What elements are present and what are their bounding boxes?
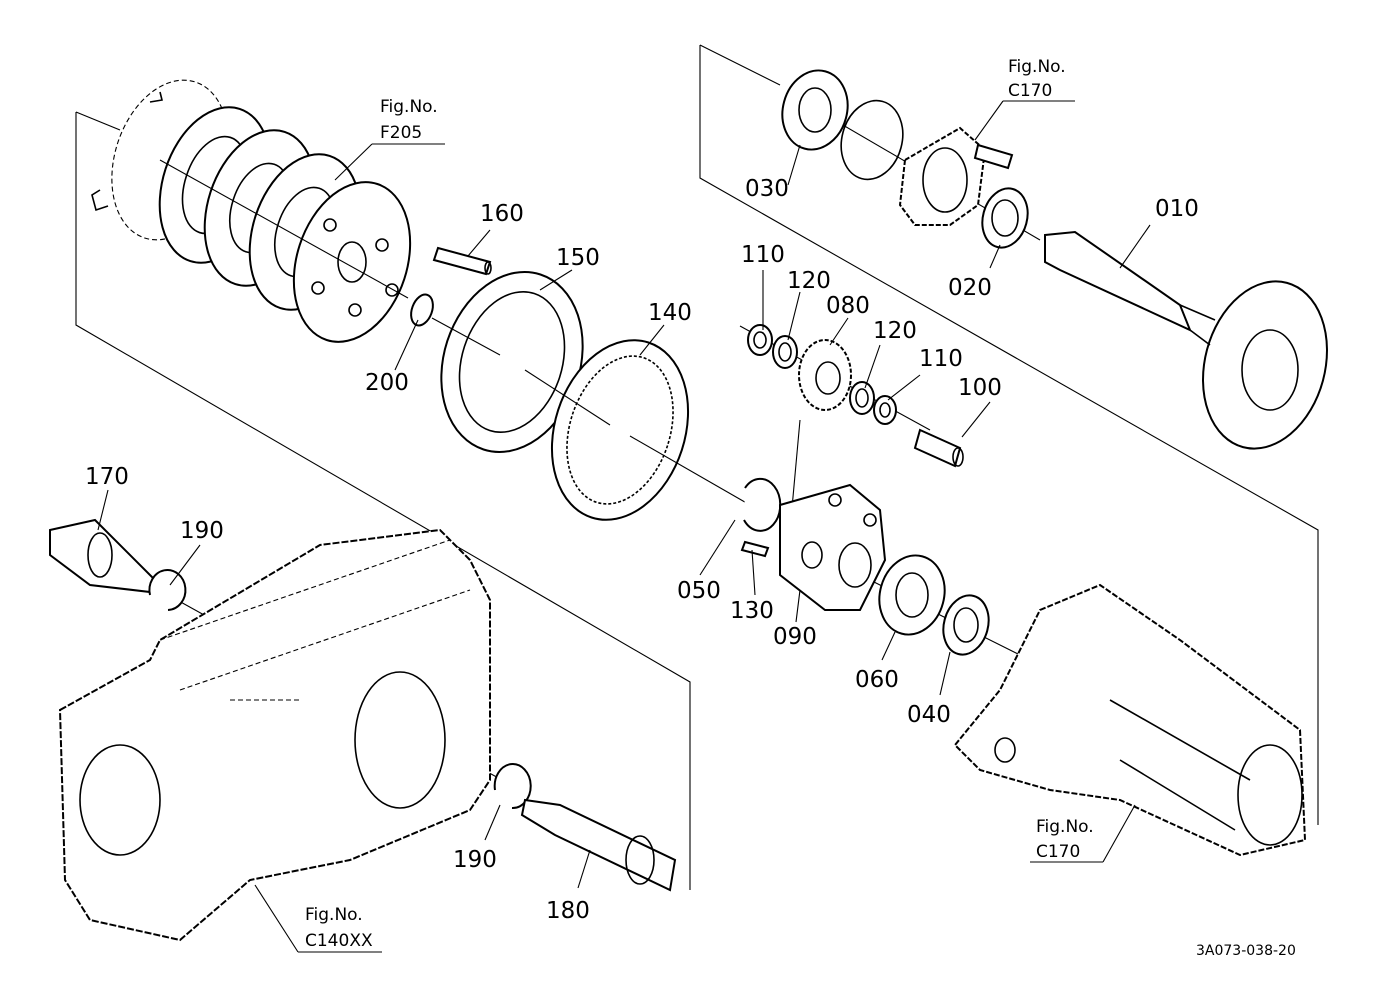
part-label-090: 090 (773, 624, 817, 650)
part-label-110-right: 110 (919, 346, 963, 372)
snap-ring-050 (743, 477, 782, 532)
oil-seal-020 (981, 187, 1029, 249)
fig-ref-c170-top-label: Fig.No. (1008, 57, 1066, 77)
part-label-140: 140 (648, 300, 692, 326)
nut-040 (942, 594, 990, 656)
o-ring-200 (410, 293, 434, 327)
fig-ref-f205-label: Fig.No. (380, 97, 438, 117)
snap-ring-190-top (148, 569, 187, 611)
part-label-120-right: 120 (873, 318, 917, 344)
part-label-180: 180 (546, 898, 590, 924)
pin-160 (432, 246, 492, 276)
seal-ring (840, 99, 904, 181)
clutch-plate-stack (91, 79, 412, 343)
fig-ref-f205-code: F205 (380, 123, 422, 143)
pinion-gear-080 (798, 339, 852, 411)
bearing-060 (878, 554, 946, 636)
part-label-010: 010 (1155, 196, 1199, 222)
part-label-020: 020 (948, 275, 992, 301)
axle-housing (953, 583, 1307, 857)
part-label-130: 130 (730, 598, 774, 624)
transmission-case (58, 528, 491, 942)
part-label-080: 080 (826, 293, 870, 319)
bearing-030 (781, 69, 849, 151)
leader-lines (97, 144, 1151, 889)
part-label-190-bottom: 190 (453, 847, 497, 873)
shaft-170 (49, 518, 157, 594)
fig-ref-f205: Fig.No. F205 (334, 97, 445, 181)
fig-ref-c140xx-code: C140XX (305, 931, 373, 951)
part-label-160: 160 (480, 201, 524, 227)
shaft-180 (520, 798, 677, 892)
part-label-200: 200 (365, 370, 409, 396)
part-label-060: 060 (855, 667, 899, 693)
part-label-040: 040 (907, 702, 951, 728)
bearing-housing (898, 126, 1014, 226)
part-label-190-top: 190 (180, 518, 224, 544)
bearing-120-left (772, 335, 798, 369)
frame-clutch-group (75, 111, 691, 890)
part-label-100: 100 (958, 375, 1002, 401)
fig-ref-c140xx-label: Fig.No. (305, 905, 363, 925)
part-label-150: 150 (556, 245, 600, 271)
planet-carrier-090 (779, 483, 887, 611)
part-label-030: 030 (745, 176, 789, 202)
part-label-050: 050 (677, 578, 721, 604)
fig-ref-c170-top: Fig.No. C170 (974, 57, 1075, 141)
ring-gear-140 (550, 339, 690, 521)
fig-ref-c170-bottom: Fig.No. C170 (1030, 804, 1136, 863)
fig-ref-c170-top-code: C170 (1008, 81, 1052, 101)
frame-axle-group (699, 44, 1319, 825)
fig-ref-c170-bottom-label: Fig.No. (1036, 817, 1094, 837)
part-number-labels: 010 020 030 040 050 060 080 090 100 110 … (85, 176, 1199, 924)
part-label-170: 170 (85, 464, 129, 490)
axle-shaft-010 (1044, 230, 1328, 450)
shaft-100 (913, 428, 964, 468)
fig-ref-c170-bottom-code: C170 (1036, 842, 1080, 862)
washer-110-right (873, 395, 897, 425)
bearing-120-right (849, 381, 875, 415)
washer-110-left (747, 324, 773, 356)
drawing-code: 3A073-038-20 (1196, 943, 1296, 959)
part-label-120-top: 120 (787, 268, 831, 294)
fig-ref-c140xx: Fig.No. C140XX (254, 884, 382, 953)
pin-130 (740, 540, 770, 558)
part-label-110-top: 110 (741, 242, 785, 268)
